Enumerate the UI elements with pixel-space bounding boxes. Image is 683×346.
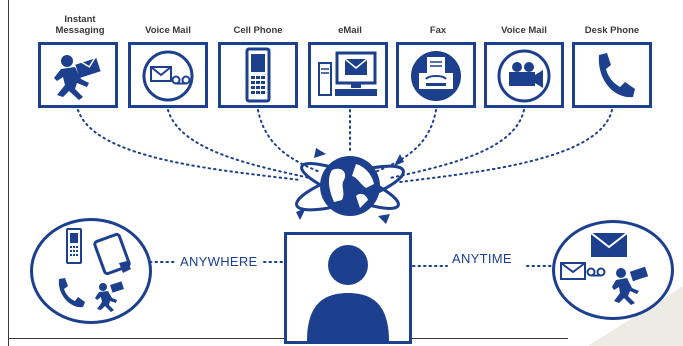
tile-email <box>308 42 388 108</box>
envelope-icon <box>590 232 628 257</box>
label-fax: Fax <box>429 25 447 36</box>
voicemail-envelope-icon <box>142 50 194 102</box>
tablet-icon <box>93 232 131 276</box>
person-icon <box>307 245 389 341</box>
email-computer-icon <box>318 51 377 96</box>
tile-voice-mail-2 <box>484 42 564 108</box>
cell-phone-icon <box>245 47 271 103</box>
globe-icon <box>295 148 405 224</box>
tile-cell-phone <box>218 42 298 108</box>
tile-voice-mail-1 <box>128 42 208 108</box>
mini-cell-phone-icon <box>66 228 82 264</box>
tile-fax <box>396 42 476 108</box>
devices-circle <box>30 218 152 324</box>
frame-left-line <box>8 0 9 346</box>
tile-instant-messaging <box>38 42 118 108</box>
running-man-envelope-icon <box>54 53 101 100</box>
label-email: eMail <box>338 25 362 36</box>
label-instant-messaging: Instant Messaging <box>55 14 105 36</box>
anywhere-text: ANYWHERE <box>180 254 258 269</box>
label-cell-phone: Cell Phone <box>233 25 283 36</box>
person-box <box>284 232 412 344</box>
fax-machine-icon <box>411 51 461 101</box>
desk-phone-icon <box>598 53 635 98</box>
tile-desk-phone <box>572 42 652 108</box>
mini-phone-icon <box>58 278 85 308</box>
mini-running-man-envelope-icon <box>612 266 649 305</box>
mini-running-man-icon <box>95 281 124 312</box>
label-desk-phone: Desk Phone <box>584 25 640 36</box>
mini-voicemail-icon <box>560 262 606 280</box>
label-voice-mail-2: Voice Mail <box>501 25 547 36</box>
messages-circle <box>552 220 674 320</box>
anytime-text: ANYTIME <box>452 251 512 266</box>
video-camera-icon <box>497 49 551 103</box>
label-voice-mail-1: Voice Mail <box>145 25 191 36</box>
